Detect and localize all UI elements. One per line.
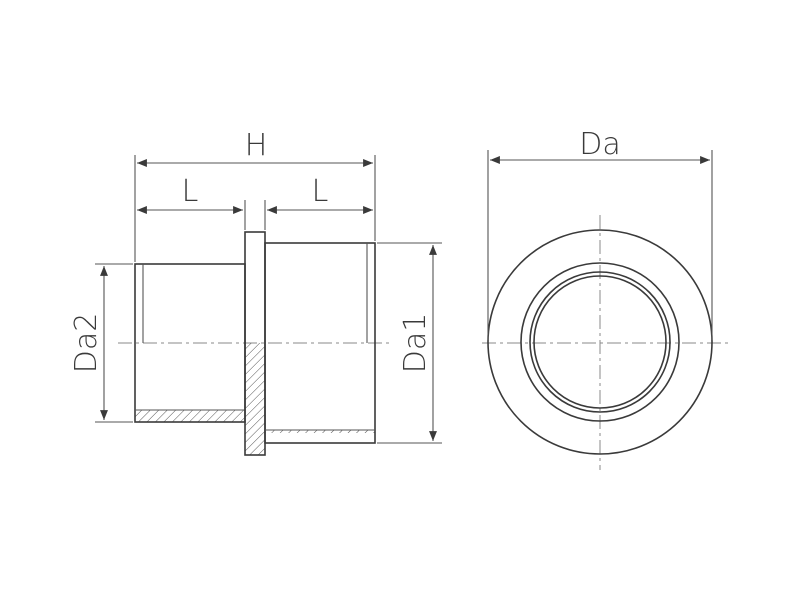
dimension-l-right: L — [264, 174, 373, 230]
large-spigot — [264, 242, 376, 444]
dimension-label-da: Da — [579, 127, 620, 162]
outer-circle — [487, 229, 713, 455]
dimension-l-left: L — [137, 174, 246, 230]
dimension-da: Da — [487, 127, 713, 340]
spigot-outer-circle — [520, 262, 680, 422]
bore-circle-inner — [533, 275, 667, 409]
dimension-label-da1: Da1 — [398, 313, 433, 374]
section-hatching — [135, 343, 375, 455]
dimension-label-l-left: L — [182, 174, 199, 209]
dimension-label-l-right: L — [312, 174, 329, 209]
end-view — [482, 215, 732, 470]
dimension-da2: Da2 — [69, 263, 133, 423]
dimension-label-h: H — [245, 128, 268, 163]
side-view — [118, 231, 392, 456]
dimension-label-da2: Da2 — [69, 313, 104, 374]
dimension-da1: Da1 — [377, 242, 442, 444]
bore-circle-outer — [529, 271, 671, 413]
dimension-h: H — [134, 128, 376, 262]
